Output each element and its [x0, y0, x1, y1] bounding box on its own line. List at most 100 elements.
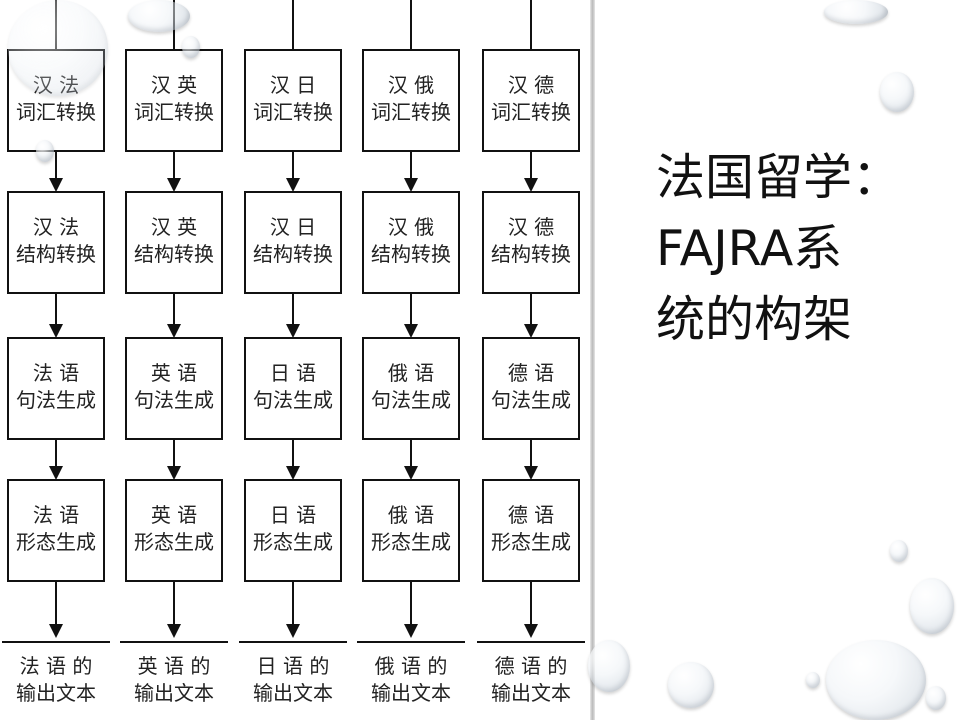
water-droplet — [806, 672, 820, 688]
stage-label-line-1: 德 语 — [508, 361, 554, 385]
output-label-line-1: 俄 语 的 — [375, 654, 448, 678]
stage-label-line-2: 句法生成 — [16, 388, 96, 412]
flow-arrow — [404, 151, 418, 192]
stage-label-line-1: 日 语 — [270, 361, 316, 385]
flow-arrow — [167, 151, 181, 192]
stage-label-line-2: 句法生成 — [371, 388, 451, 412]
stage-label-line-1: 汉 俄 — [388, 73, 434, 97]
stage-label-line-2: 词汇转换 — [134, 100, 214, 124]
flow-arrow — [524, 151, 538, 192]
stage-label-line-1: 汉 英 — [151, 73, 197, 97]
stage-label-line-2: 结构转换 — [491, 242, 571, 266]
stage-label-line-1: 德 语 — [508, 503, 554, 527]
output-label-line-2: 输出文本 — [253, 681, 333, 705]
stage-label-line-1: 汉 德 — [508, 215, 554, 239]
stage-label-line-1: 汉 日 — [270, 215, 316, 239]
flow-arrow — [404, 581, 418, 638]
water-droplet — [182, 36, 200, 58]
flow-arrow — [404, 293, 418, 338]
stage-label-line-2: 词汇转换 — [253, 100, 333, 124]
stage-label-line-2: 词汇转换 — [491, 100, 571, 124]
stage-label-line-1: 汉 日 — [270, 73, 316, 97]
water-droplet — [926, 686, 946, 710]
water-droplet — [588, 640, 630, 692]
flow-arrow — [524, 581, 538, 638]
flow-arrow — [49, 581, 63, 638]
stage-label-line-1: 汉 俄 — [388, 215, 434, 239]
stage-label-line-2: 词汇转换 — [371, 100, 451, 124]
flow-arrow — [524, 293, 538, 338]
stage-label-line-1: 日 语 — [270, 503, 316, 527]
panel-divider — [590, 0, 595, 720]
stage-label-line-1: 英 语 — [151, 503, 197, 527]
output-label-line-1: 德 语 的 — [495, 654, 568, 678]
flow-arrow — [167, 581, 181, 638]
stage-label-line-2: 形态生成 — [134, 530, 214, 554]
flow-arrow — [286, 439, 300, 480]
output-label-line-1: 法 语 的 — [20, 654, 93, 678]
slide-title-line-1: 法国留学： — [656, 142, 956, 213]
stage-label-line-2: 形态生成 — [16, 530, 96, 554]
stage-label-line-2: 结构转换 — [134, 242, 214, 266]
stage-label-line-1: 俄 语 — [388, 361, 434, 385]
flow-arrow — [404, 439, 418, 480]
flow-arrow — [167, 439, 181, 480]
stage-label-line-2: 词汇转换 — [16, 100, 96, 124]
flow-arrow — [167, 293, 181, 338]
output-label-line-1: 日 语 的 — [257, 654, 330, 678]
output-text-block: 日 语 的输出文本 — [239, 642, 347, 705]
water-droplet — [826, 640, 926, 720]
water-droplet — [128, 0, 190, 32]
water-droplet — [890, 540, 908, 562]
flow-arrow — [286, 151, 300, 192]
water-droplet — [668, 662, 714, 708]
flow-arrow — [286, 293, 300, 338]
stage-label-line-1: 汉 德 — [508, 73, 554, 97]
water-droplet — [36, 140, 54, 162]
flow-arrow — [286, 581, 300, 638]
stage-label-line-2: 结构转换 — [253, 242, 333, 266]
stage-box: 汉 日结构转换 — [245, 192, 341, 293]
flow-arrow — [49, 439, 63, 480]
stage-label-line-1: 汉 英 — [151, 215, 197, 239]
output-text-block: 德 语 的输出文本 — [477, 642, 585, 705]
slide-title: 法国留学： FAJRA系 统的构架 — [656, 142, 956, 355]
water-droplet — [8, 0, 108, 96]
output-label-line-1: 英 语 的 — [138, 654, 211, 678]
output-label-line-2: 输出文本 — [16, 681, 96, 705]
output-label-line-2: 输出文本 — [491, 681, 571, 705]
stage-label-line-1: 法 语 — [33, 503, 79, 527]
stage-box: 汉 英结构转换 — [126, 192, 222, 293]
stage-label-line-1: 俄 语 — [388, 503, 434, 527]
stage-label-line-1: 英 语 — [151, 361, 197, 385]
stage-label-line-1: 汉 法 — [33, 215, 79, 239]
slide-title-line-2: FAJRA系 — [656, 213, 956, 284]
output-label-line-2: 输出文本 — [371, 681, 451, 705]
stage-label-line-2: 形态生成 — [371, 530, 451, 554]
water-droplet — [880, 72, 914, 112]
stage-label-line-2: 句法生成 — [491, 388, 571, 412]
stage-label-line-1: 法 语 — [33, 361, 79, 385]
flow-arrow — [524, 439, 538, 480]
